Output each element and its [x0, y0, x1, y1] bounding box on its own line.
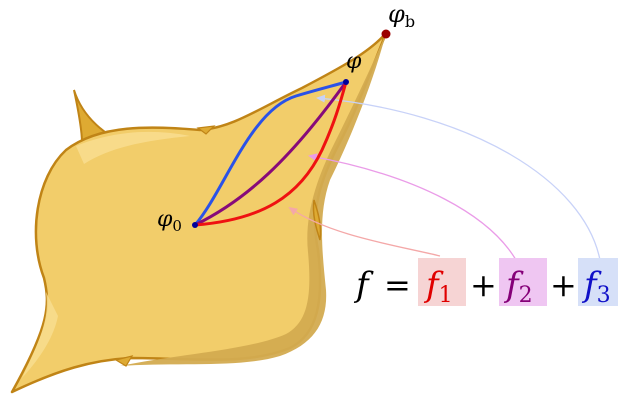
f1-highlight-box: [418, 258, 466, 306]
point-phi0: [192, 222, 198, 228]
arrow-f1-to-red-path: [288, 206, 441, 257]
path-blue: [193, 80, 348, 227]
arrow-f3-to-blue-path: [316, 94, 601, 261]
formula-plus-2: +: [550, 266, 577, 304]
formula-f: f: [353, 265, 374, 305]
manifold-side-fin: [312, 199, 322, 241]
point-phi: [343, 79, 349, 85]
formula-plus-1: +: [470, 266, 497, 304]
arrow-f2-to-purple-path: [308, 153, 517, 261]
label-phi-b: φb: [388, 0, 415, 31]
formula-equals: =: [384, 266, 411, 304]
f3-highlight-box: [578, 258, 618, 306]
label-phi: φ: [346, 49, 362, 74]
point-phi-b: [381, 29, 391, 39]
manifold-shadow-fold: [120, 33, 386, 366]
manifold-highlight: [76, 131, 190, 164]
path-red: [193, 80, 348, 227]
manifold-top-notch: [196, 125, 216, 135]
manifold-bottom-notch: [114, 355, 134, 367]
manifold-highlight-lower: [22, 292, 58, 378]
f2-highlight-box: [499, 258, 547, 306]
path-purple: [193, 80, 348, 227]
label-phi0: φ0: [157, 207, 182, 235]
